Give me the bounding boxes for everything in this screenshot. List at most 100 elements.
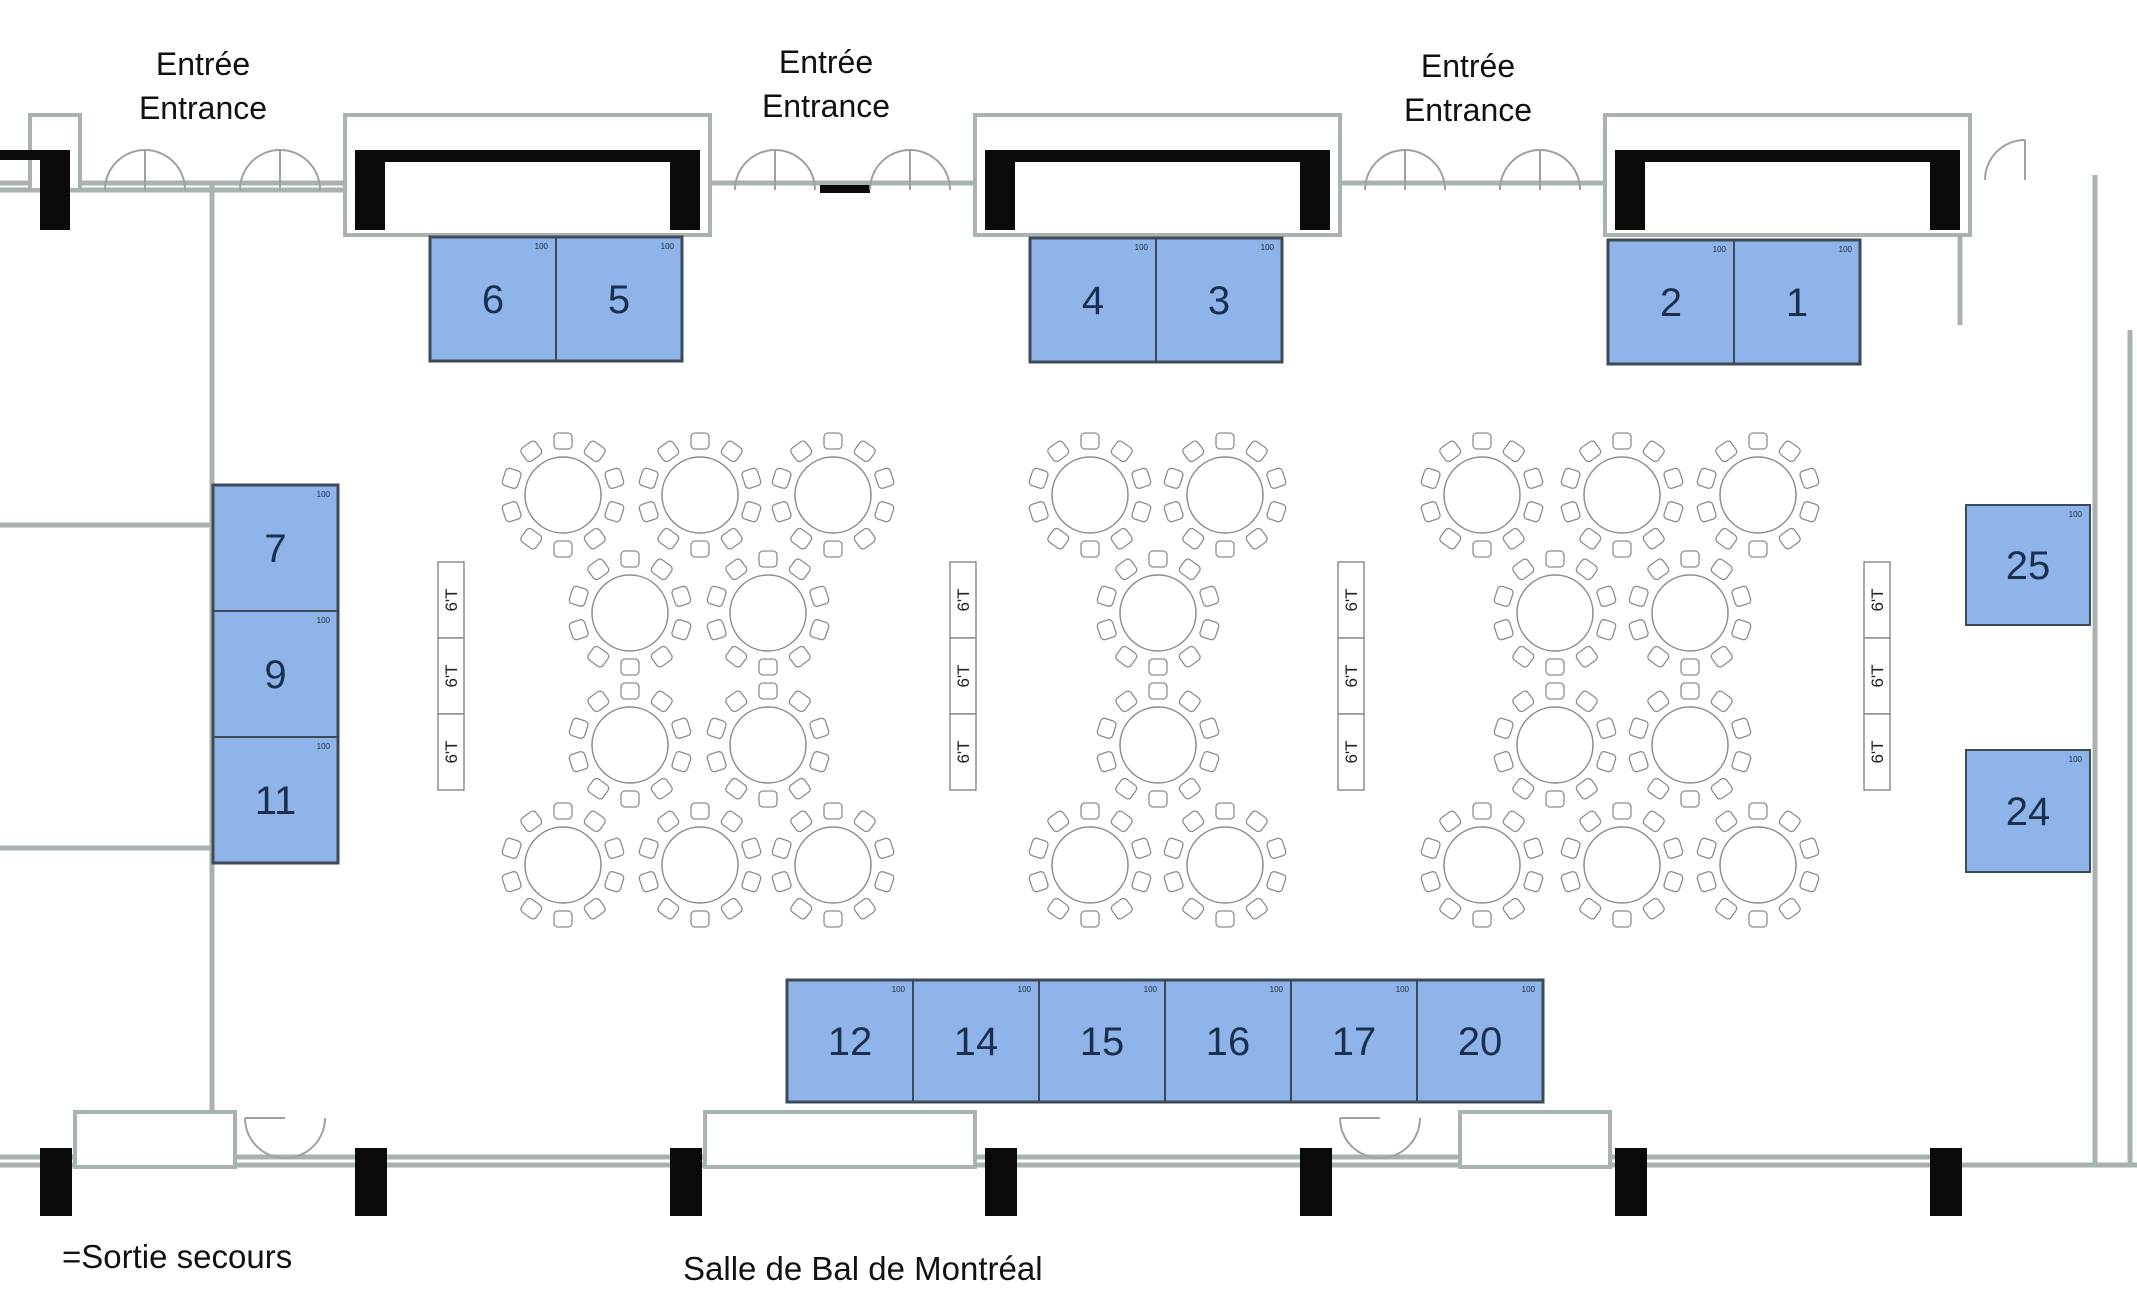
booth-25[interactable]: 100 25 xyxy=(1965,504,2091,626)
top-columns xyxy=(0,150,1960,230)
booth-size-label: 100 xyxy=(661,242,675,251)
six-foot-table-label: 6'T xyxy=(442,664,461,687)
entrance-2-en: Entrance xyxy=(761,88,891,124)
round-tables xyxy=(501,432,1820,928)
six-foot-table-stack: 6'T6'T6'T xyxy=(437,561,465,791)
round-table xyxy=(1493,550,1617,676)
six-foot-table-label: 6'T xyxy=(1868,664,1887,687)
booth-size-label: 100 xyxy=(2069,510,2083,519)
booth-size-label: 100 xyxy=(2069,755,2083,764)
booth-1[interactable]: 100 1 xyxy=(1733,239,1861,365)
round-table xyxy=(1560,432,1684,558)
six-foot-table-label: 6'T xyxy=(1342,740,1361,763)
round-table xyxy=(568,550,692,676)
booth-size-label: 100 xyxy=(317,616,331,625)
booth-3[interactable]: 100 3 xyxy=(1155,237,1283,363)
round-table xyxy=(1028,432,1152,558)
round-table xyxy=(1560,802,1684,928)
booth-size-label: 100 xyxy=(1713,245,1727,254)
six-foot-table-label: 6'T xyxy=(1342,588,1361,611)
bottom-columns xyxy=(40,1148,1962,1216)
round-table xyxy=(1696,802,1820,928)
round-table xyxy=(1628,550,1752,676)
six-foot-table-label: 6'T xyxy=(442,588,461,611)
round-table xyxy=(1420,802,1544,928)
entrance-1-fr: Entrée xyxy=(155,46,251,82)
entrance-3-fr: Entrée xyxy=(1420,48,1516,84)
booth-number: 3 xyxy=(1208,279,1230,323)
booth-24[interactable]: 100 24 xyxy=(1965,749,2091,873)
round-table xyxy=(501,432,625,558)
booth-12[interactable]: 100 12 xyxy=(786,979,914,1103)
booth-size-label: 100 xyxy=(1522,985,1536,994)
booth-11[interactable]: 100 11 xyxy=(212,736,339,864)
round-table xyxy=(638,802,762,928)
bottom-niches xyxy=(73,1110,1612,1169)
six-foot-table-label: 6'T xyxy=(954,588,973,611)
booth-number: 17 xyxy=(1332,1020,1377,1064)
round-table xyxy=(706,682,830,808)
booth-16[interactable]: 100 16 xyxy=(1164,979,1292,1103)
round-table xyxy=(1493,682,1617,808)
booth-number: 2 xyxy=(1660,281,1682,325)
booth-size-label: 100 xyxy=(1270,985,1284,994)
bottom-doors xyxy=(244,1117,1421,1159)
booth-size-label: 100 xyxy=(1261,243,1275,252)
six-foot-table-label: 6'T xyxy=(1868,588,1887,611)
booth-number: 4 xyxy=(1082,279,1104,323)
six-foot-table-stack: 6'T 6'T 6'T xyxy=(949,561,977,791)
top-doors xyxy=(104,139,2026,191)
round-table xyxy=(706,550,830,676)
booth-number: 24 xyxy=(2006,790,2051,834)
six-foot-tables: 6'T6'T6'T6'T6'T6'T6'T6'T6'T6'T6'T6'T xyxy=(437,561,1891,791)
round-table xyxy=(1420,432,1544,558)
booth-size-label: 100 xyxy=(535,242,549,251)
entrance-label-2: Entrée Entrance xyxy=(726,40,926,128)
six-foot-table-label: 6'T xyxy=(954,740,973,763)
booth-number: 12 xyxy=(828,1020,873,1064)
round-table xyxy=(1163,432,1287,558)
booth-6[interactable]: 100 6 xyxy=(429,236,557,362)
six-foot-table-label: 6'T xyxy=(954,664,973,687)
entrance-3-en: Entrance xyxy=(1403,92,1533,128)
booth-number: 16 xyxy=(1206,1020,1251,1064)
booth-20[interactable]: 100 20 xyxy=(1416,979,1544,1103)
top-niches xyxy=(28,113,1972,237)
six-foot-table-label: 6'T xyxy=(1868,740,1887,763)
booth-15[interactable]: 100 15 xyxy=(1038,979,1166,1103)
booth-size-label: 100 xyxy=(317,742,331,751)
round-table xyxy=(568,682,692,808)
booth-size-label: 100 xyxy=(1396,985,1410,994)
six-foot-table-stack: 6'T 6'T 6'T xyxy=(1337,561,1365,791)
round-table xyxy=(1096,550,1220,676)
booth-number: 15 xyxy=(1080,1020,1125,1064)
booth-number: 1 xyxy=(1786,281,1808,325)
booth-number: 14 xyxy=(954,1020,999,1064)
round-table xyxy=(1628,682,1752,808)
round-table xyxy=(1696,432,1820,558)
booth-17[interactable]: 100 17 xyxy=(1290,979,1418,1103)
emergency-exit-legend: =Sortie secours xyxy=(62,1238,293,1275)
entrance-label-3: Entrée Entrance xyxy=(1368,44,1568,132)
booth-size-label: 100 xyxy=(892,985,906,994)
round-table xyxy=(1096,682,1220,808)
booth-number: 11 xyxy=(255,779,297,823)
booth-number: 25 xyxy=(2006,544,2051,588)
booth-size-label: 100 xyxy=(1144,985,1158,994)
entrance-2-fr: Entrée xyxy=(778,44,874,80)
round-table xyxy=(771,802,895,928)
booth-size-label: 100 xyxy=(1839,245,1853,254)
booth-size-label: 100 xyxy=(317,490,331,499)
six-foot-table-label: 6'T xyxy=(1342,664,1361,687)
round-table xyxy=(501,802,625,928)
six-foot-table-stack: 6'T 6'T 6'T xyxy=(1863,561,1891,791)
booth-number: 20 xyxy=(1458,1020,1503,1064)
booth-2[interactable]: 100 2 xyxy=(1607,239,1735,365)
booth-number: 6 xyxy=(482,278,504,322)
